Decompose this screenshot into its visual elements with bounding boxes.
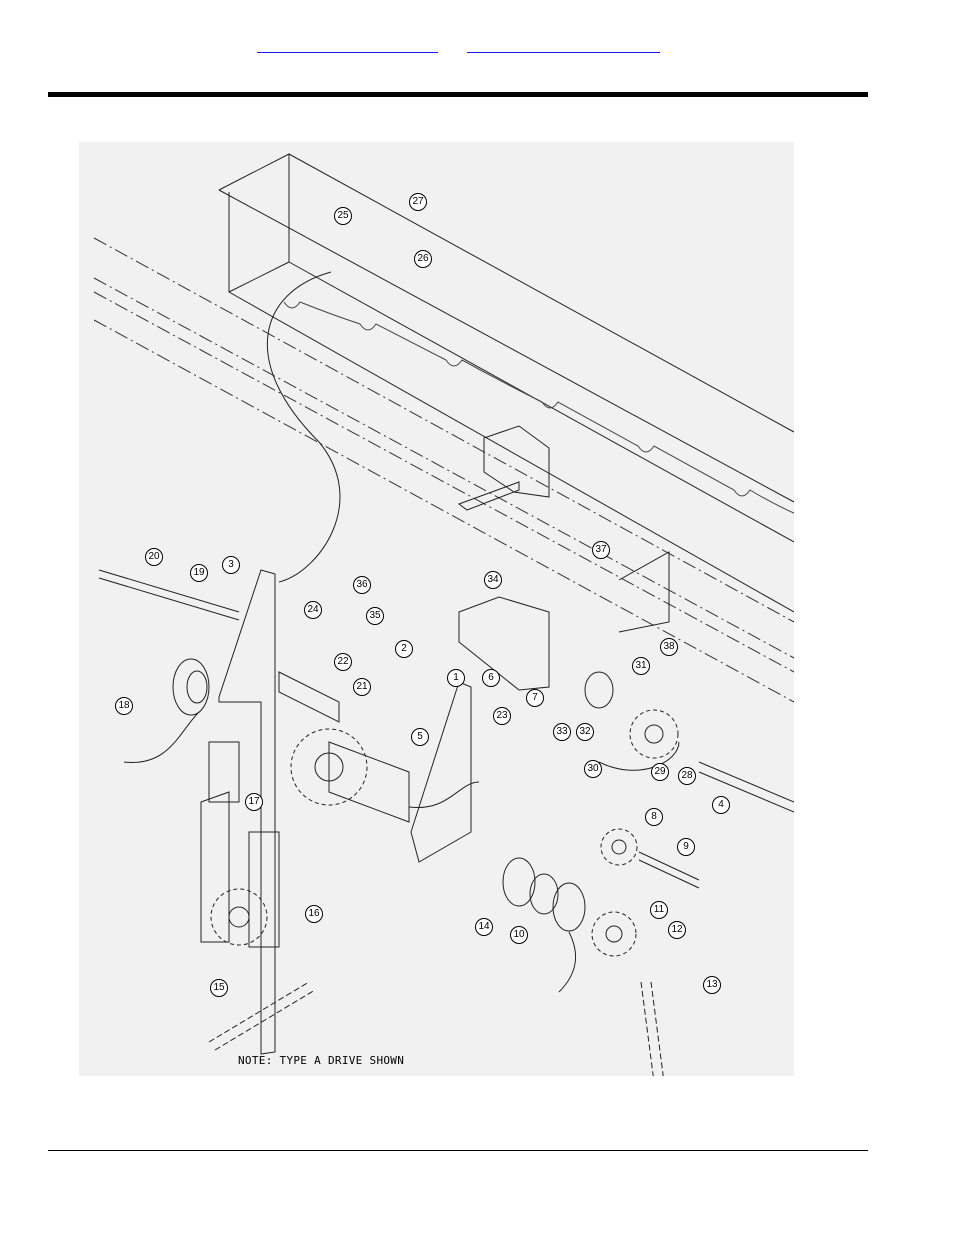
callout-3: 3	[222, 556, 240, 574]
callout-8: 8	[645, 808, 663, 826]
bottom-rule	[48, 1150, 868, 1151]
header-link-2[interactable]	[467, 38, 660, 53]
callout-23: 23	[493, 707, 511, 725]
callout-16: 16	[305, 905, 323, 923]
callout-17: 17	[245, 793, 263, 811]
callout-34: 34	[484, 571, 502, 589]
callout-32: 32	[576, 723, 594, 741]
callout-11: 11	[650, 901, 668, 919]
callout-37: 37	[592, 541, 610, 559]
parts-diagram: NOTE: TYPE A DRIVE SHOWN	[79, 142, 794, 1076]
callout-12: 12	[668, 921, 686, 939]
callout-6: 6	[482, 669, 500, 687]
callout-1: 1	[447, 669, 465, 687]
callout-18: 18	[115, 697, 133, 715]
callout-13: 13	[703, 976, 721, 994]
callout-30: 30	[584, 760, 602, 778]
callout-24: 24	[304, 601, 322, 619]
callout-28: 28	[678, 767, 696, 785]
callout-19: 19	[190, 564, 208, 582]
exploded-view-drawing	[79, 142, 794, 1076]
callout-4: 4	[712, 796, 730, 814]
callout-25: 25	[334, 207, 352, 225]
callout-2: 2	[395, 640, 413, 658]
top-rule	[48, 92, 868, 97]
diagram-note: NOTE: TYPE A DRIVE SHOWN	[238, 1054, 404, 1067]
callout-27: 27	[409, 193, 427, 211]
callout-31: 31	[632, 657, 650, 675]
callout-36: 36	[353, 576, 371, 594]
header-link-1[interactable]	[257, 38, 438, 53]
callout-7: 7	[526, 689, 544, 707]
callout-29: 29	[651, 763, 669, 781]
callout-10: 10	[510, 926, 528, 944]
callout-21: 21	[353, 678, 371, 696]
callout-35: 35	[366, 607, 384, 625]
callout-26: 26	[414, 250, 432, 268]
callout-15: 15	[210, 979, 228, 997]
callout-9: 9	[677, 838, 695, 856]
callout-38: 38	[660, 638, 678, 656]
callout-33: 33	[553, 723, 571, 741]
callout-5: 5	[411, 728, 429, 746]
callout-22: 22	[334, 653, 352, 671]
callout-14: 14	[475, 918, 493, 936]
header-links	[0, 38, 954, 58]
callout-20: 20	[145, 548, 163, 566]
